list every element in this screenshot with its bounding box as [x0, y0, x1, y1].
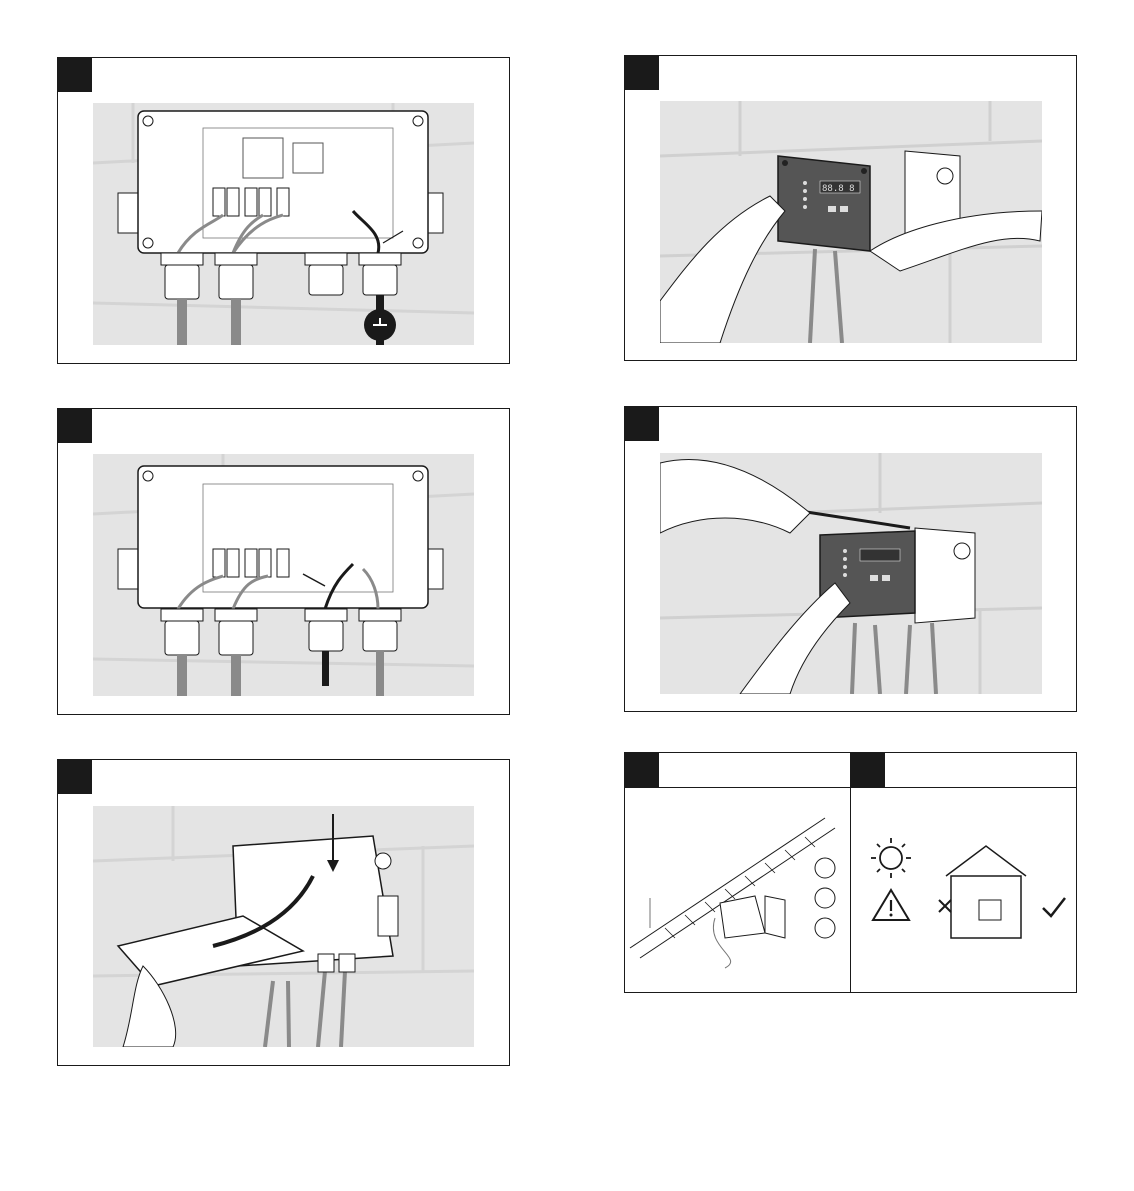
step-number-badge-6a: [625, 753, 659, 787]
checkmark-icon: [1043, 898, 1065, 916]
indoor-placement-drawing: [851, 788, 1077, 993]
controller-box-drawing: [93, 103, 474, 345]
step-panel-2: 88.8 8: [624, 55, 1077, 361]
fastening-illustration: [660, 453, 1042, 694]
wiring-illustration: [93, 103, 474, 345]
house-icon: [946, 846, 1026, 938]
lid-drawing: [93, 806, 474, 1047]
step-number-badge: [625, 407, 659, 441]
lid-illustration: [93, 806, 474, 1047]
step-panel-3: [57, 408, 510, 715]
mounting-illustration: 88.8 8: [660, 101, 1042, 343]
display-readout: 88.8 8: [822, 184, 855, 194]
step-panel-6: [624, 752, 1077, 993]
heating-cable-drawing: [625, 788, 850, 993]
mounting-drawing: 88.8 8: [660, 101, 1042, 343]
step-number-badge: [625, 56, 659, 90]
warning-triangle-icon: [873, 890, 909, 920]
sun-icon: [871, 838, 911, 878]
fastening-drawing: [660, 453, 1042, 694]
cross-mark-icon: [939, 900, 951, 912]
step-number-badge: [58, 409, 92, 443]
wiring-illustration: [93, 454, 474, 696]
step-panel-4: [624, 406, 1077, 712]
step-number-badge-6b: [851, 753, 885, 787]
controller-box-drawing: [93, 454, 474, 696]
step-panel-1: [57, 57, 510, 364]
step-number-badge: [58, 760, 92, 794]
indoor-placement-illustration: [851, 788, 1077, 993]
cable-bend-illustration: [625, 788, 850, 993]
step-panel-5: [57, 759, 510, 1066]
step-number-badge: [58, 58, 92, 92]
